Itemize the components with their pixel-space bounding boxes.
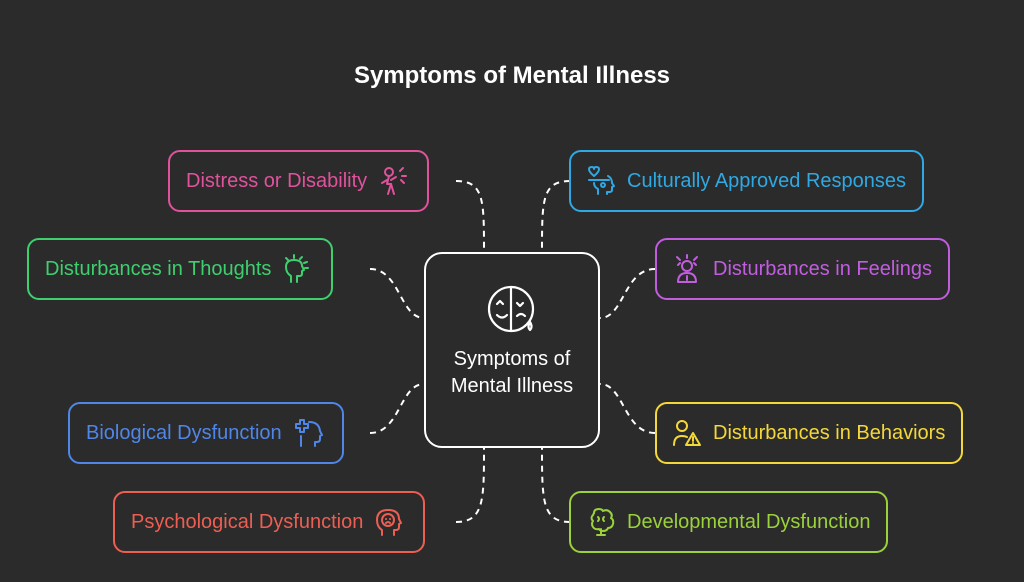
connector-developmental (541, 447, 571, 523)
node-label: Disturbances in Feelings (713, 257, 932, 280)
connector-psychological (455, 447, 485, 523)
center-node: Symptoms of Mental Illness (424, 252, 600, 448)
node-label: Disturbances in Behaviors (713, 421, 946, 444)
node-cultural: Culturally Approved Responses (569, 150, 925, 212)
head-thoughts-icon (281, 253, 313, 285)
person-warning-icon (671, 417, 703, 449)
node-developmental: Developmental Dysfunction (569, 491, 889, 553)
node-label: Psychological Dysfunction (131, 510, 364, 533)
node-label: Biological Dysfunction (86, 421, 282, 444)
connector-distress (455, 180, 485, 253)
node-feelings: Disturbances in Feelings (655, 238, 950, 300)
head-sad-face-icon (373, 506, 405, 538)
node-label: Distress or Disability (186, 169, 368, 192)
node-label: Culturally Approved Responses (627, 169, 907, 192)
node-psychological: Psychological Dysfunction (113, 491, 426, 553)
center-label: Symptoms of Mental Illness (450, 348, 574, 397)
connector-feelings (599, 268, 656, 319)
node-label: Disturbances in Thoughts (45, 257, 272, 280)
emotional-person-icon (671, 253, 703, 285)
heart-head-icon (585, 165, 617, 197)
connector-biological (369, 383, 425, 434)
node-distress: Distress or Disability (168, 150, 430, 212)
brain-growth-icon (585, 506, 617, 538)
node-behaviors: Disturbances in Behaviors (655, 402, 964, 464)
node-thoughts: Disturbances in Thoughts (27, 238, 334, 300)
diagram-title: Symptoms of Mental Illness (353, 62, 671, 89)
connector-thoughts (369, 268, 425, 319)
comedy-tragedy-mask-icon (486, 284, 538, 343)
node-biological: Biological Dysfunction (68, 402, 344, 464)
distressed-person-icon (377, 165, 409, 197)
connector-behaviors (599, 383, 656, 434)
head-medical-cross-icon (292, 417, 324, 449)
node-label: Developmental Dysfunction (627, 510, 871, 533)
connector-cultural (541, 180, 571, 253)
